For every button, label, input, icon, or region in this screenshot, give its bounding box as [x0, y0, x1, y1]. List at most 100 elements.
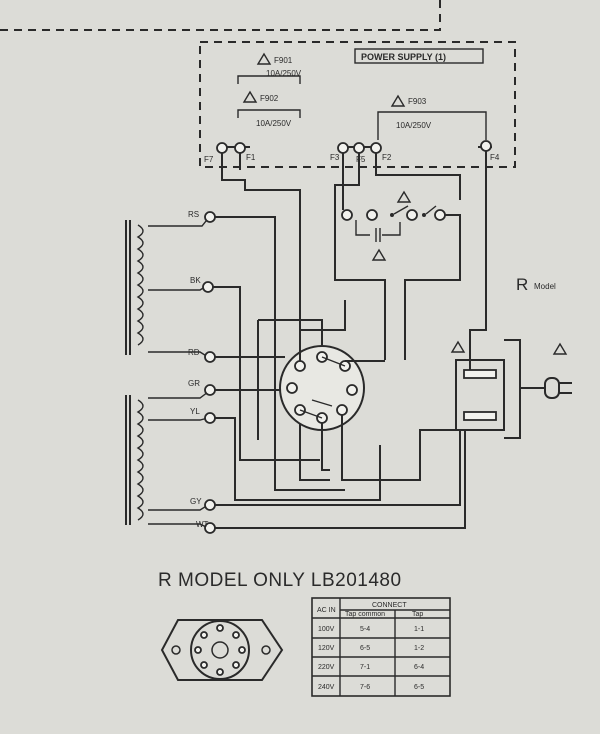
r-model-suffix: Model	[534, 282, 556, 291]
terminal	[434, 209, 446, 221]
terminal	[204, 351, 216, 363]
socket-pin	[232, 661, 240, 669]
table-cell: 220V	[318, 664, 335, 671]
ac-inlet-blade	[463, 411, 497, 421]
terminal	[370, 142, 382, 154]
wire	[341, 415, 460, 481]
wire	[334, 153, 386, 360]
octal-socket-body	[190, 620, 250, 680]
switch-blade	[425, 205, 437, 215]
box-title: POWER SUPPLY (1)	[361, 52, 446, 62]
table-cell: 120V	[318, 645, 335, 652]
socket-pin	[194, 646, 202, 654]
wire	[215, 430, 466, 529]
terminal-label-f2: F2	[382, 153, 392, 162]
socket-pin	[232, 631, 240, 639]
selector-jumper	[299, 356, 346, 419]
inlet-bracket	[504, 339, 521, 439]
switch-contact	[390, 213, 394, 217]
table-cell: 6-5	[414, 684, 424, 691]
tap-label-gr: GR	[188, 379, 200, 388]
terminal-label-f1: F1	[246, 153, 256, 162]
power-supply-box	[199, 41, 516, 168]
wire	[404, 214, 461, 360]
warning-triangle-icon	[256, 52, 272, 65]
terminal	[341, 209, 353, 221]
wire	[213, 286, 320, 461]
fuse-rating-f903: 10A/250V	[396, 121, 432, 130]
selector-frame	[258, 319, 323, 345]
wire	[375, 153, 461, 200]
terminal	[366, 209, 378, 221]
table-cell: 240V	[318, 684, 335, 691]
terminal	[216, 142, 228, 154]
terminal	[337, 142, 349, 154]
selector-pin	[286, 382, 298, 394]
wire	[215, 216, 345, 491]
wire	[469, 151, 487, 370]
tap-label-wt: WT	[196, 520, 209, 529]
terminal	[204, 211, 216, 223]
tap-label-rs: RS	[188, 210, 199, 219]
socket-pin	[200, 661, 208, 669]
terminal-label-f5: F5	[356, 155, 366, 164]
voltage-connection-table	[311, 597, 451, 697]
table-header-tap: Tap	[412, 611, 423, 618]
terminal	[204, 499, 216, 511]
fuse-rating-f901: 10A/250V	[266, 69, 302, 78]
secondary-winding	[136, 399, 144, 521]
terminal	[406, 209, 418, 221]
selector-pin	[336, 404, 348, 416]
terminal	[480, 140, 492, 152]
mount-hole	[261, 645, 271, 655]
capacitor	[355, 220, 401, 242]
warning-triangle-icon	[371, 248, 387, 261]
mount-hole	[171, 645, 181, 655]
tap-label-rd: RD	[188, 348, 200, 357]
switch-contact	[422, 213, 426, 217]
table-cell: 7-6	[360, 684, 370, 691]
terminal-label-f7: F7	[204, 155, 214, 164]
terminal-label-f4: F4	[490, 153, 500, 162]
octal-socket-outline	[160, 619, 284, 681]
warning-triangle-icon	[242, 90, 258, 103]
wire	[215, 430, 461, 506]
tap-lead	[148, 284, 209, 291]
wire	[215, 417, 381, 501]
table-cell: 5-4	[360, 626, 370, 633]
table-header-connect: CONNECT	[372, 602, 407, 609]
terminal	[234, 142, 246, 154]
top-boundary-dashed	[0, 0, 441, 31]
table-cell: 7-1	[360, 664, 370, 671]
table-header-acin: AC IN	[317, 607, 336, 614]
tap-label-bk: BK	[190, 276, 201, 285]
terminal	[204, 412, 216, 424]
selector-pin	[294, 360, 306, 372]
ac-inlet-blade	[463, 369, 497, 379]
warning-triangle-icon	[552, 342, 568, 355]
ac-inlet-housing	[455, 359, 505, 431]
ac-plug-icon	[544, 377, 560, 399]
fuse-label-f902: F902	[260, 94, 279, 103]
terminal	[353, 142, 365, 154]
r-model-label: R	[516, 275, 528, 294]
fuse-f903-body	[377, 111, 487, 140]
table-cell: 100V	[318, 626, 335, 633]
tap-label-yl: YL	[190, 407, 200, 416]
tap-label-gy: GY	[190, 497, 202, 506]
tap-lead	[148, 417, 209, 421]
octal-socket-key	[211, 641, 229, 659]
table-cell: 1-2	[414, 645, 424, 652]
socket-pin	[238, 646, 246, 654]
socket-pin	[216, 624, 224, 632]
terminal	[202, 281, 214, 293]
table-cell: 6-4	[414, 664, 424, 671]
fuse-f901-body	[237, 75, 301, 84]
selector-pin	[346, 384, 358, 396]
table-header-tap-common: Tap common	[345, 611, 385, 618]
ac-plug-prongs	[559, 382, 572, 394]
wire	[221, 153, 330, 481]
terminal-label-f3: F3	[330, 153, 340, 162]
